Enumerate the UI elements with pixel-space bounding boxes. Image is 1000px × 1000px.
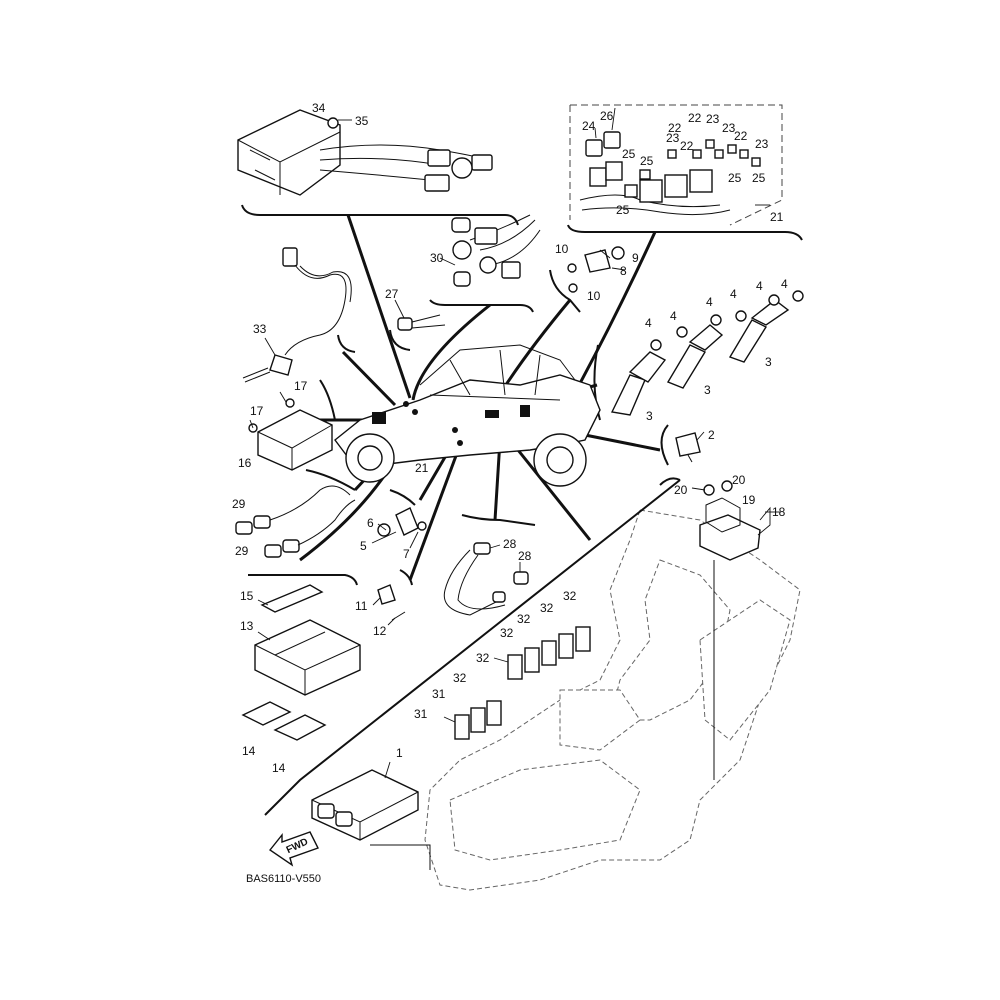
callout-6: 6 <box>367 516 374 530</box>
callout-3: 3 <box>704 383 711 397</box>
callout-29: 29 <box>235 544 249 558</box>
section-frames <box>241 104 803 586</box>
callout-3: 3 <box>765 355 772 369</box>
callout-34: 34 <box>312 101 326 115</box>
sub-harness-29[interactable] <box>235 485 356 558</box>
callout-23: 23 <box>706 112 720 126</box>
callout-32: 32 <box>540 601 554 615</box>
callout-25: 25 <box>640 154 654 168</box>
callout-19: 19 <box>742 493 756 507</box>
callout-13: 13 <box>240 619 254 633</box>
callout-4: 4 <box>645 316 652 330</box>
callout-4: 4 <box>756 279 763 293</box>
callout-7: 7 <box>403 547 410 561</box>
callout-14: 14 <box>272 761 286 775</box>
callout-17: 17 <box>250 404 264 418</box>
callout-32: 32 <box>563 589 577 603</box>
sensor-8[interactable] <box>567 246 625 293</box>
callout-22: 22 <box>734 129 748 143</box>
callout-32: 32 <box>517 612 531 626</box>
callout-23: 23 <box>666 131 680 145</box>
callout-4: 4 <box>706 295 713 309</box>
sub-harness-30[interactable] <box>451 214 541 287</box>
callout-32: 32 <box>476 651 490 665</box>
callout-20: 20 <box>732 473 746 487</box>
callout-25: 25 <box>622 147 636 161</box>
callout-leaders <box>249 107 780 779</box>
relays-32[interactable] <box>507 626 591 680</box>
ignition-coils-3[interactable] <box>610 290 804 416</box>
callout-16: 16 <box>238 456 252 470</box>
callout-4: 4 <box>781 277 788 291</box>
callout-18: 18 <box>772 505 786 519</box>
callout-4: 4 <box>670 309 677 323</box>
callout-21: 21 <box>770 210 784 224</box>
callout-28: 28 <box>518 549 532 563</box>
callout-10: 10 <box>555 242 569 256</box>
sensor-11[interactable] <box>377 584 406 621</box>
callout-35: 35 <box>355 114 369 128</box>
sensor-33[interactable] <box>242 247 352 383</box>
fwd-arrow <box>268 831 319 867</box>
band-15[interactable] <box>260 584 324 613</box>
relays-31[interactable] <box>454 700 502 740</box>
relay-18[interactable] <box>699 480 761 780</box>
diagram-code: BAS6110-V550 <box>246 873 321 885</box>
callout-31: 31 <box>432 687 446 701</box>
callout-2: 2 <box>708 428 715 442</box>
callout-22: 22 <box>688 111 702 125</box>
callout-27: 27 <box>385 287 399 301</box>
callout-14: 14 <box>242 744 256 758</box>
ecu-1[interactable] <box>311 769 419 841</box>
sensor-5[interactable] <box>377 507 427 537</box>
control-unit-34[interactable] <box>237 109 493 196</box>
callout-25: 25 <box>616 203 630 217</box>
callout-5: 5 <box>360 539 367 553</box>
callout-32: 32 <box>453 671 467 685</box>
ecu-leader <box>370 844 431 870</box>
callout-10: 10 <box>587 289 601 303</box>
callout-23: 23 <box>755 137 769 151</box>
callout-33: 33 <box>253 322 267 336</box>
module-16[interactable] <box>248 398 333 471</box>
callout-11: 11 <box>355 599 368 613</box>
callout-22: 22 <box>668 121 682 135</box>
callout-23: 23 <box>722 121 736 135</box>
callout-22: 22 <box>680 139 694 153</box>
callout-9: 9 <box>632 251 639 265</box>
callout-29: 29 <box>232 497 246 511</box>
relay-cluster-21[interactable] <box>579 131 761 216</box>
callout-32: 32 <box>500 626 514 640</box>
callout-17: 17 <box>294 379 308 393</box>
callout-26: 26 <box>600 109 614 123</box>
callout-labels: 34 35 24 26 22 22 22 22 23 23 23 23 25 2… <box>232 101 788 775</box>
pads-14[interactable] <box>241 701 327 741</box>
callout-28: 28 <box>503 537 517 551</box>
callout-21: 21 <box>415 461 429 475</box>
callout-15: 15 <box>240 589 254 603</box>
callout-30: 30 <box>430 251 444 265</box>
callout-20: 20 <box>674 483 688 497</box>
callout-25: 25 <box>752 171 766 185</box>
sub-harness-28[interactable] <box>443 542 529 616</box>
callout-24: 24 <box>582 119 596 133</box>
callout-4: 4 <box>730 287 737 301</box>
callout-12: 12 <box>373 624 387 638</box>
callout-3: 3 <box>646 409 653 423</box>
callout-25: 25 <box>728 171 742 185</box>
callout-8: 8 <box>620 264 627 278</box>
battery-13[interactable] <box>254 619 361 696</box>
callout-1: 1 <box>396 746 403 760</box>
switch-2[interactable] <box>675 432 701 463</box>
callout-31: 31 <box>414 707 428 721</box>
frame-chassis <box>424 509 801 891</box>
connector-27[interactable] <box>397 314 446 331</box>
vehicle-outline <box>334 344 601 487</box>
